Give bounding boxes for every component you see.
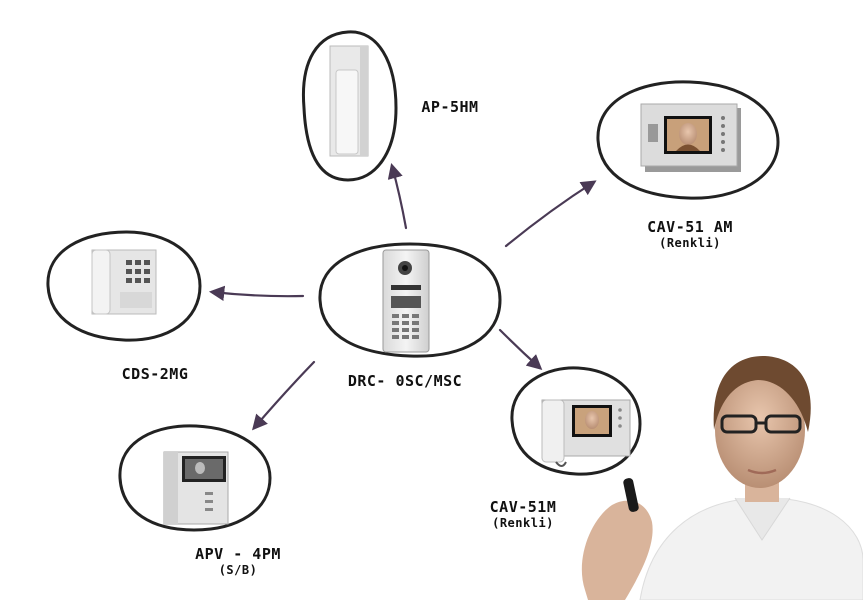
label-cds2mg: CDS-2MG — [121, 365, 189, 383]
label-center: DRC- 0SC/MSC — [347, 372, 463, 390]
ellipse-cav51m — [510, 366, 642, 476]
label-cav51m-sub: (Renkli) — [492, 516, 554, 530]
label-ap5hm: AP-5HM — [421, 98, 479, 116]
arrow-to-cav51am — [504, 180, 597, 248]
bw-monitor-device — [163, 451, 229, 525]
handset-device — [329, 45, 369, 157]
label-cav51am: CAV-51 AM (Renkli) — [630, 218, 750, 250]
ellipse-cav51am — [596, 80, 780, 200]
color-monitor-device — [640, 103, 741, 172]
arrow-to-ap5hm — [387, 163, 408, 230]
ellipses — [46, 30, 780, 532]
arrow-to-apv4pm — [251, 360, 316, 431]
label-apv4pm-sub: (S/B) — [218, 563, 258, 577]
label-cav51am-sub: (Renkli) — [659, 236, 721, 250]
ellipse-ap5hm — [301, 30, 398, 182]
intercom-device — [91, 249, 157, 315]
ellipse-cds2mg — [46, 230, 202, 342]
ellipse-center — [318, 242, 502, 358]
label-apv4pm: APV - 4PM (S/B) — [178, 545, 298, 577]
arrow-to-cav51m — [498, 328, 543, 371]
woman-illustration — [581, 355, 863, 600]
arrow-to-cds2mg — [208, 285, 305, 301]
hand — [581, 500, 653, 600]
ellipse-apv4pm — [118, 424, 272, 532]
door-panel-device — [382, 249, 430, 353]
label-cav51m: CAV-51M (Renkli) — [468, 498, 578, 530]
arrows — [208, 163, 597, 431]
color-handset-monitor-device — [541, 399, 631, 467]
